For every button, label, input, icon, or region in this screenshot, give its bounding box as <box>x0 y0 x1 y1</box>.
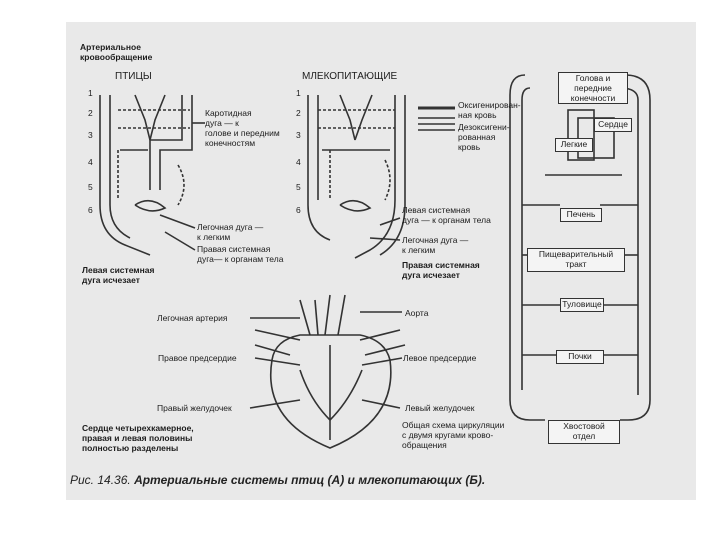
bird-left-arch-gone-label: Левая системная дуга исчезает <box>82 265 155 285</box>
circulation-scheme-caption: Общая схема циркуляции с двумя кругами к… <box>402 420 505 450</box>
bird-right-systemic-arch-label: Правая системная дуга— к органам тела <box>197 244 284 264</box>
legend-oxygenated: Оксигенирован- ная кровь <box>458 100 521 120</box>
arch-number-2: 2 <box>88 108 93 118</box>
heart-drawing <box>249 294 406 449</box>
box-head-forelimbs: Голова и передние конечности <box>558 72 628 104</box>
mammal-pulmonary-arch-label: Легочная дуга — к легким <box>402 235 469 255</box>
right-ventricle-label: Правый желудочек <box>157 403 232 413</box>
bird-arch-drawing <box>99 94 193 256</box>
mammal-right-arch-gone-label: Правая системная дуга исчезает <box>402 260 480 280</box>
right-atrium-label: Правое предсердие <box>158 353 237 363</box>
four-chamber-heart-note: Сердце четырехкамерное, правая и левая п… <box>82 423 194 453</box>
mammals-heading: МЛЕКОПИТАЮЩИЕ <box>302 71 398 82</box>
box-heart: Сердце <box>594 118 632 132</box>
mam-arch-number-6: 6 <box>296 205 301 215</box>
mammal-left-systemic-arch-label: Левая системная дуга — к органам тела <box>402 205 491 225</box>
box-tail: Хвостовой отдел <box>548 420 620 444</box>
box-kidneys: Почки <box>556 350 604 364</box>
mam-arch-number-2: 2 <box>296 108 301 118</box>
mam-arch-number-3: 3 <box>296 130 301 140</box>
pulmonary-artery-label: Легочная артерия <box>157 313 228 323</box>
figure-caption-text: Артериальные системы птиц (А) и млекопит… <box>134 473 486 487</box>
box-lungs: Легкие <box>555 138 593 152</box>
carotid-arch-label: Каротидная дуга — к голове и передним ко… <box>205 108 280 148</box>
mam-arch-number-5: 5 <box>296 182 301 192</box>
bird-pulmonary-arch-label: Легочная дуга — к легким <box>197 222 264 242</box>
arterial-circulation-title: Артериальное кровообращение <box>80 42 153 62</box>
legend-arrows <box>418 106 455 131</box>
arch-number-5: 5 <box>88 182 93 192</box>
arch-number-3: 3 <box>88 130 93 140</box>
left-atrium-label: Левое предсердие <box>403 353 477 363</box>
left-ventricle-label: Левый желудочек <box>405 403 475 413</box>
arch-number-6: 6 <box>88 205 93 215</box>
aorta-label: Аорта <box>405 308 429 318</box>
birds-heading: ПТИЦЫ <box>115 71 152 82</box>
mammal-arch-drawing <box>307 94 406 259</box>
figure-caption-prefix: Рис. 14.36. <box>70 473 131 487</box>
box-trunk: Туловище <box>560 298 604 312</box>
mam-arch-number-4: 4 <box>296 157 301 167</box>
arch-number-1: 1 <box>88 88 93 98</box>
legend-deoxygenated: Дезоксигени- рованная кровь <box>458 122 510 152</box>
box-liver: Печень <box>560 208 602 222</box>
mam-arch-number-1: 1 <box>296 88 301 98</box>
box-digestive-tract: Пищеварительный тракт <box>527 248 625 272</box>
arch-number-4: 4 <box>88 157 93 167</box>
figure-caption: Рис. 14.36. Артериальные системы птиц (А… <box>70 473 485 487</box>
